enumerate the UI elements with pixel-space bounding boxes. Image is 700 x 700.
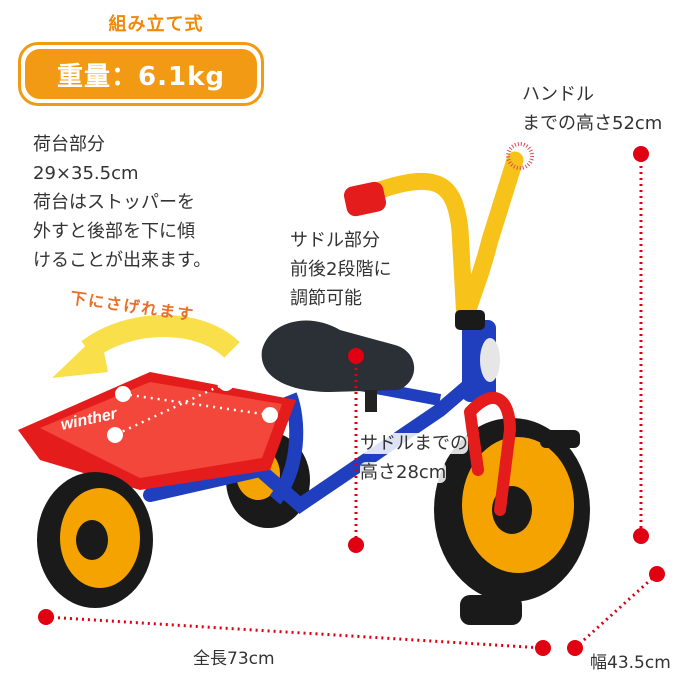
cargo-desc-2: 外すと後部を下に傾 <box>33 221 195 242</box>
handlebar <box>343 142 534 330</box>
saddle <box>261 320 415 412</box>
handle-height: までの高さ52cm <box>522 113 663 134</box>
saddle-height-line-2: 高さ28cm <box>360 462 447 483</box>
handle-annotation: ハンドル までの高さ52cm <box>522 80 662 138</box>
saddle-height-line-1: サドルまでの <box>360 433 468 454</box>
length-label: 全長73cm <box>193 649 275 669</box>
front-wheel <box>434 392 590 625</box>
saddle-title: サドル部分 <box>290 230 380 251</box>
cargo-desc-1: 荷台はストッパーを <box>33 192 195 213</box>
tilt-arrow-icon <box>52 315 240 378</box>
cargo-size: 29×35.5cm <box>33 163 139 184</box>
saddle-annotation: サドル部分 前後2段階に 調節可能 <box>290 226 391 313</box>
assembly-label: 組み立て式 <box>108 14 204 35</box>
saddle-desc-1: 前後2段階に <box>290 259 392 280</box>
weight-value: 重量：6.1kg <box>25 49 257 99</box>
cargo-title: 荷台部分 <box>33 134 105 155</box>
cargo-tray: winther <box>18 372 296 490</box>
width-label: 幅43.5cm <box>590 653 671 673</box>
handle-title: ハンドル <box>522 84 594 105</box>
rear-wheel <box>37 472 153 608</box>
weight-badge: 重量：6.1kg <box>18 42 264 106</box>
cargo-desc-3: けることが出来ます。 <box>33 250 212 271</box>
saddle-desc-2: 調節可能 <box>290 288 362 309</box>
saddle-height-annotation: サドルまでの 高さ28cm <box>360 429 468 487</box>
measurement-markers <box>38 146 665 656</box>
cargo-annotation: 荷台部分 29×35.5cm 荷台はストッパーを 外すと後部を下に傾 けることが… <box>33 130 211 275</box>
